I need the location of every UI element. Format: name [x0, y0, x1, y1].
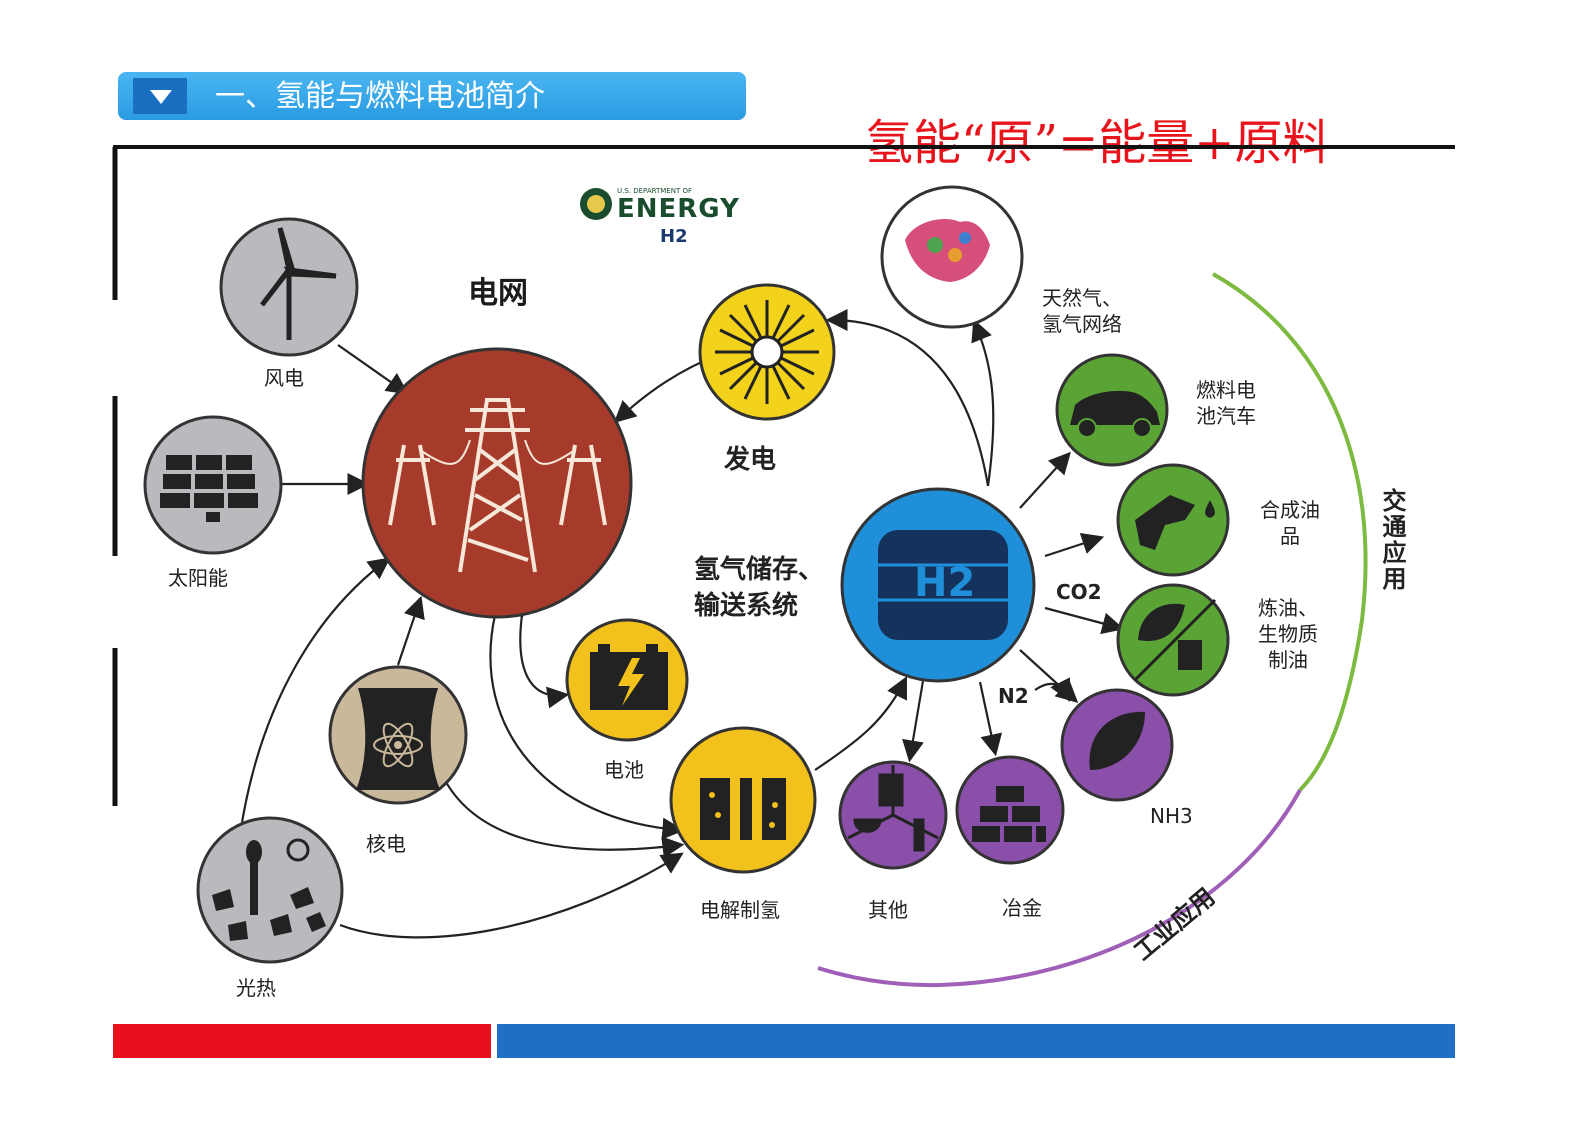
fuel-cell-car-label-line1: 燃料电	[1196, 378, 1256, 402]
refining-label-line3: 制油	[1268, 648, 1308, 672]
nuclear-label: 核电	[366, 832, 406, 856]
solar-panel-icon	[160, 455, 258, 522]
metal-ingot-icon	[972, 786, 1046, 842]
nuclear-plant-icon	[356, 688, 440, 790]
leaf-icon	[1089, 711, 1145, 770]
fuel-cell-car-label-line2: 池汽车	[1196, 404, 1256, 428]
power-tower-icon	[388, 398, 607, 573]
footer-blue-bar	[497, 1024, 1455, 1058]
slide-subtitle: 氢能“原”=能量+原料	[865, 115, 1331, 171]
section-header-bar	[118, 72, 746, 120]
hydrogen-tank-icon	[878, 530, 1008, 640]
solar-thermal-node	[196, 816, 344, 964]
synthetic-fuel-label-line1: 合成油	[1260, 498, 1320, 522]
grid-label: 电网	[468, 276, 528, 311]
doe-logo-caption: U.S. DEPARTMENT OF	[617, 187, 692, 195]
china-map-icon	[905, 219, 990, 282]
lab-icon	[847, 765, 939, 852]
other-label: 其他	[868, 898, 908, 922]
fuel-nozzle-icon	[1135, 495, 1215, 550]
battery-label: 电池	[604, 758, 644, 782]
doe-h2-logo: H2	[660, 226, 688, 247]
storage-label-line1: 氢气储存、	[694, 555, 825, 585]
solar-label: 太阳能	[168, 566, 228, 590]
hydrogen-label: H2	[914, 560, 976, 606]
wind-label: 风电	[264, 366, 304, 390]
connections	[238, 309, 1125, 939]
transport-arc-label: 交通应用	[1378, 488, 1406, 592]
storage-label-line2: 输送系统	[694, 591, 799, 621]
solar-thermal-label: 光热	[236, 976, 276, 1000]
triangle-down-icon	[150, 90, 172, 104]
n2-label: N2	[998, 684, 1029, 708]
doe-logo: ENERGY	[617, 194, 740, 224]
ammonia-label: NH3	[1150, 804, 1193, 828]
metallurgy-label: 冶金	[1002, 896, 1042, 920]
electrolysis-label: 电解制氢	[700, 898, 780, 922]
leaf-barrel-icon	[1133, 598, 1217, 682]
refining-label-line1: 炼油、	[1258, 596, 1318, 620]
transport-arc	[1212, 272, 1368, 792]
electrolysis-cell-icon	[700, 770, 786, 840]
car-icon	[1070, 390, 1160, 438]
turbine-icon	[715, 300, 819, 404]
doe-seal-icon	[580, 188, 612, 220]
grid-node	[361, 347, 633, 619]
gas-network-label-line2: 氢气网络	[1042, 312, 1122, 336]
co2-label: CO2	[1056, 580, 1102, 604]
synthetic-fuel-label-line2: 品	[1280, 524, 1300, 548]
industry-arc	[817, 789, 1302, 988]
power-gen-label: 发电	[724, 445, 777, 475]
section-title: 一、氢能与燃料电池简介	[215, 79, 545, 114]
refining-label-line2: 生物质	[1258, 622, 1318, 646]
wind-turbine-icon	[260, 227, 337, 340]
gas-network-label-line1: 天然气、	[1042, 286, 1122, 310]
metallurgy-node	[955, 755, 1065, 865]
battery-icon	[590, 644, 668, 710]
solar-thermal-icon	[212, 838, 326, 941]
footer-red-bar	[113, 1024, 491, 1058]
